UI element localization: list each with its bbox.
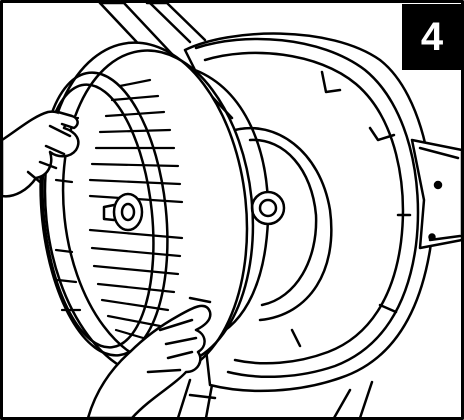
blower-housing-icon: [183, 32, 435, 393]
left-hand-icon: [0, 110, 80, 198]
step-number-badge: 4: [402, 4, 462, 70]
blower-wheel-icon: [39, 41, 255, 379]
motor-shaft-icon: [102, 192, 144, 232]
right-hand-icon: [86, 296, 212, 420]
mounting-bracket: [410, 138, 464, 250]
